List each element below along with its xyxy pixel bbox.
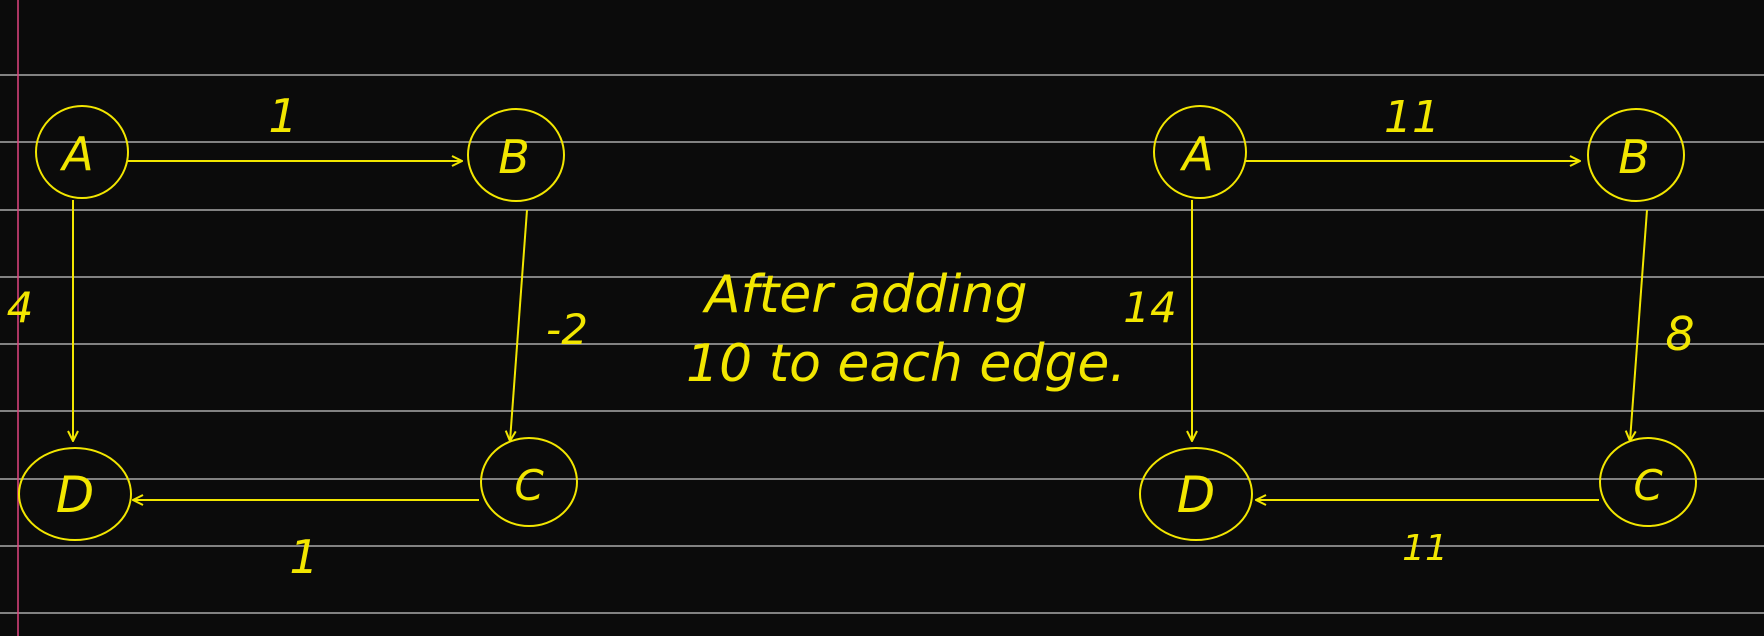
note-line-2: 10 to each edge. (686, 334, 1126, 394)
node-d (18, 447, 132, 541)
node-c (1599, 437, 1697, 527)
node-b (1587, 108, 1685, 202)
adjustment-note: After adding 10 to each edge. (686, 265, 1126, 394)
edge-b-c (1630, 209, 1648, 441)
edge-b-c-weight: -2 (546, 305, 588, 354)
edge-c-d-weight: 11 (1402, 528, 1448, 569)
edge-a-b-weight: 11 (1384, 92, 1440, 143)
edge-b-c-weight: 8 (1665, 307, 1694, 361)
ruled-lines (0, 74, 1764, 614)
note-line-1: After adding (702, 265, 1027, 325)
edge-b-c (510, 209, 528, 441)
edge-a-d-weight: 14 (1123, 283, 1176, 332)
node-d-label: D (1177, 466, 1216, 524)
node-c-label: C (1633, 461, 1663, 510)
node-c (480, 437, 578, 527)
node-d-label: D (56, 466, 95, 524)
adjusted-graph-text: A B C D 11 14 8 11 (1123, 92, 1694, 569)
node-a (35, 105, 129, 199)
original-graph-text: A B C D 1 4 -2 1 (7, 89, 588, 584)
node-b-label: B (1618, 130, 1650, 184)
node-b (467, 108, 565, 202)
node-d (1139, 447, 1253, 541)
adjusted-graph (1139, 105, 1697, 541)
edge-c-d-weight: 1 (289, 530, 318, 584)
original-graph (18, 105, 578, 541)
node-a (1153, 105, 1247, 199)
edge-a-b-weight: 1 (268, 89, 297, 143)
node-c-label: C (514, 461, 544, 510)
edge-a-d-weight: 4 (7, 283, 34, 332)
node-a-label: A (59, 127, 93, 181)
node-a-label: A (1179, 127, 1213, 181)
node-b-label: B (498, 130, 530, 184)
